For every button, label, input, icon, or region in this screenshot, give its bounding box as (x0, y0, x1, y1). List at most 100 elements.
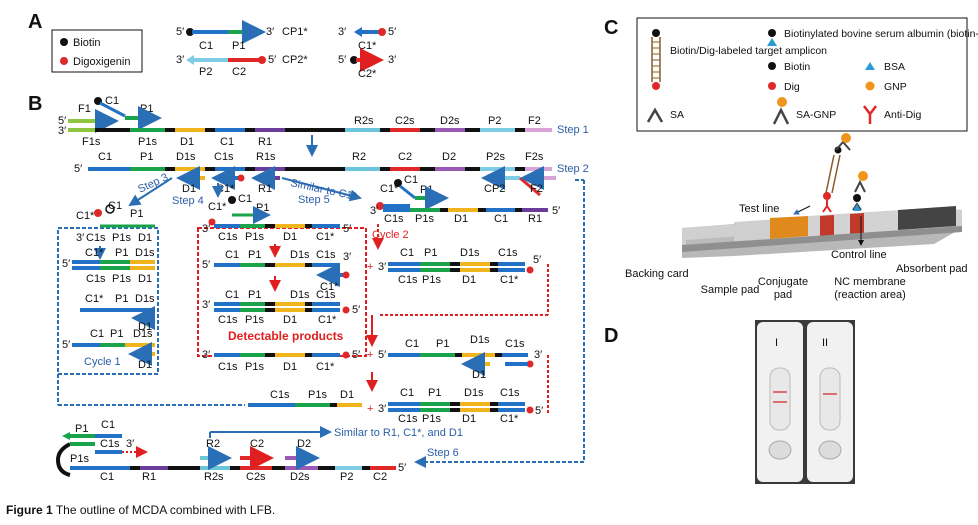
step1-label: Step 1 (557, 124, 589, 136)
m-c1s-5: C1s (218, 361, 238, 373)
bottom-product: P1 C1 C1s 3′ P1s 5′ C1 (55, 419, 463, 483)
bt-d2s: D2s (290, 471, 310, 483)
target-top: F1 C1 P1 5′ 3′ (58, 95, 589, 157)
m-3-2: 3′ (343, 251, 351, 263)
label-backing-card: Backing card (625, 268, 689, 280)
l-c1star3: C1* (85, 293, 104, 305)
bt-c2: C2 (250, 438, 264, 450)
legend-gnp: GNP (884, 81, 907, 93)
r2-d1: D1 (182, 183, 196, 195)
l-p1-3: P1 (115, 293, 128, 305)
bt-p1s: P1s (70, 453, 89, 465)
cp2-5-end: 5′ (268, 54, 276, 66)
r-c1star-2: C1* (500, 413, 519, 425)
label-f1s: F1s (82, 136, 101, 148)
gnp-legend-icon (865, 81, 875, 91)
r-p1-2: P1 (436, 338, 449, 350)
r2-f2s: F2s (525, 151, 544, 163)
l-c1star2: C1* (85, 247, 104, 259)
m-c1-2: C1 (225, 249, 239, 261)
m-c1s-4: C1s (218, 314, 238, 326)
r-c1-2: C1 (405, 338, 419, 350)
bsa-triangle-icon (865, 62, 875, 70)
l-5-2: 5′ (62, 339, 70, 351)
bt-r2s: R2s (204, 471, 224, 483)
cp1-5-end: 5′ (176, 26, 184, 38)
anti-dig-icon (863, 105, 877, 124)
l-d1-4: D1 (138, 359, 152, 371)
m-d1s: D1s (290, 249, 310, 261)
r2-p1: P1 (140, 151, 153, 163)
m-3-3: 3′ (202, 299, 210, 311)
r-5-3: 5′ (535, 405, 543, 417)
m-3: 3′ (202, 223, 210, 235)
panel-a: A Biotin Digoxigenin 5′ 3′ CP1* C1 P1 3′… (28, 11, 396, 80)
r-p1: P1 (424, 247, 437, 259)
s5-5: 5′ (552, 205, 560, 217)
r-c1s-2: C1s (505, 338, 525, 350)
r2-d1s: D1s (176, 151, 196, 163)
m-5-4: 5′ (352, 349, 360, 361)
r-p1s-2: P1s (422, 413, 441, 425)
l-p1s: P1s (112, 232, 131, 244)
label-c1-top-b: C1 (220, 136, 234, 148)
l-c1s-2: C1s (86, 273, 106, 285)
c2s-3-end: 3′ (388, 54, 396, 66)
l-d1: D1 (138, 232, 152, 244)
m-p1s-3: P1s (245, 361, 264, 373)
r2-r2: R2 (352, 151, 366, 163)
bt-r2: R2 (206, 438, 220, 450)
r2-c1: C1 (98, 151, 112, 163)
cycle2-middle: C1* C1 P1 3′ 5′ C1s P1s D1 C1* Cycle 2 C… (197, 193, 409, 373)
s5-p1s: P1s (415, 213, 434, 225)
panel-a-label: A (28, 11, 42, 33)
m-d1-3: D1 (283, 361, 297, 373)
cycle1-loop: C1* C1 P1 3′ C1s P1s D1 C1* P1 D1s 5′ C1… (57, 200, 159, 375)
s5-c1b: C1 (494, 213, 508, 225)
l-3: 3′ (76, 232, 84, 244)
m-p1s-2: P1s (245, 314, 264, 326)
label-sample-pad-box: Sample pad (701, 284, 760, 296)
label-test-line: Test line (739, 203, 779, 215)
bt-c2s: C2s (246, 471, 266, 483)
cp1-3-end: 3′ (266, 26, 274, 38)
cp1-name: CP1* (282, 26, 308, 38)
label-absorbent-pad: Absorbent pad (896, 263, 968, 275)
strip2-label: II (822, 337, 828, 349)
m-c1s-3: C1s (316, 289, 336, 301)
legend-biotin: Biotin (73, 37, 101, 49)
r-c1s: C1s (498, 247, 518, 259)
c1s-label: C1* (358, 40, 377, 52)
r-d1s-3: D1s (464, 387, 484, 399)
cp2-primer: 3′ 5′ CP2* P2 C2 (176, 54, 308, 78)
label-d2s: D2s (440, 115, 460, 127)
similar-r1-label: Similar to R1, C1*, and D1 (334, 427, 463, 439)
strip1-window (769, 367, 791, 431)
r-c1: C1 (400, 247, 414, 259)
cp1-p1: P1 (232, 40, 245, 52)
panel-c-label: C (604, 17, 618, 39)
r2-c1s: C1s (214, 151, 234, 163)
caption-text: The outline of MCDA combined with LFB. (55, 503, 276, 517)
m-5-2: 5′ (202, 259, 210, 271)
r2-c2: C2 (398, 151, 412, 163)
m-c1-3: C1 (225, 289, 239, 301)
cycle1-label: Cycle 1 (84, 356, 121, 368)
m-5: 5′ (343, 223, 351, 235)
c2s-label: C2* (358, 68, 377, 80)
r2-p2s: P2s (486, 151, 505, 163)
panel-b: B F1 C1 P1 5′ 3′ (28, 93, 589, 483)
panel-c: C Biotin/Dig-labeled target amplicon SA … (604, 17, 978, 301)
m-c1star-4: C1* (316, 361, 335, 373)
figure-caption: Figure 1 The outline of MCDA combined wi… (6, 503, 275, 517)
bt-p2: P2 (340, 471, 353, 483)
dig-legend-icon (768, 82, 776, 90)
r-5: 5′ (533, 254, 541, 266)
row2: C1 P1 D1s C1s R1s R2 C2 D2 P2s F2s 5′ (74, 151, 589, 197)
r-c1s-b: C1s (398, 274, 418, 286)
bt-5: 5′ (398, 462, 406, 474)
label-conjugate-pad: Conjugate pad (757, 276, 809, 301)
r2-f2: F2 (530, 183, 543, 195)
s5-r1: R1 (528, 213, 542, 225)
cp2-name: CP2* (282, 54, 308, 66)
